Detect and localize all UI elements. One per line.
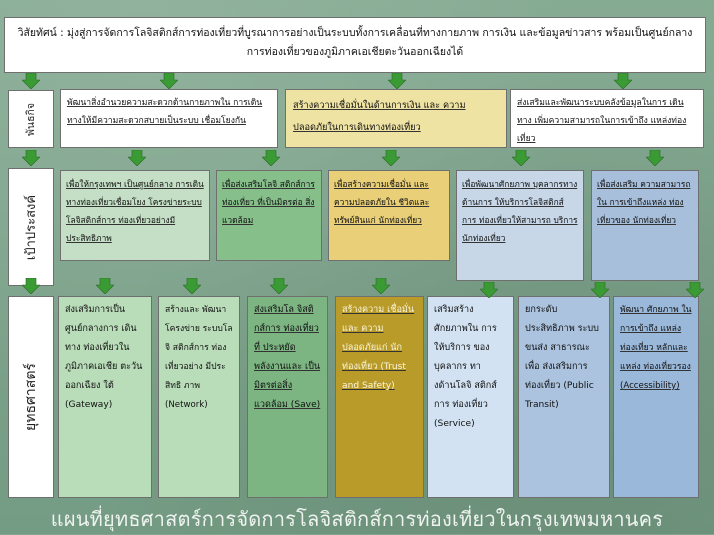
arrow-down-icon xyxy=(96,278,114,294)
arrow-down-icon xyxy=(22,73,40,89)
goal-box-green-logistics: เพื่อส่งเสริมโลจิ สติกส์การท่องเที่ยว ที… xyxy=(216,170,322,261)
arrow-down-icon xyxy=(183,278,201,294)
side-label-mission-text: พันธกิจ xyxy=(25,102,38,136)
arrow-down-icon xyxy=(388,73,406,89)
arrow-down-icon xyxy=(686,282,704,298)
diagram-caption: แผนที่ยุทธศาสตร์การจัดการโลจิสติกส์การท่… xyxy=(50,507,664,531)
arrow-down-icon xyxy=(262,150,280,166)
strategy-box-save: ส่งเสริมโล จิสติกส์การ ท่องเที่ยวที่ ประ… xyxy=(247,296,328,498)
side-label-strategy: ยุทธศาสตร์ xyxy=(8,296,54,498)
arrow-down-icon xyxy=(270,278,288,294)
side-label-mission: พันธกิจ xyxy=(8,90,54,148)
side-label-goals: เป้าประสงค์ xyxy=(8,168,54,286)
vision-text: วิสัยทัศน์ : มุ่งสู่การจัดการโลจิสติกส์ก… xyxy=(17,27,693,58)
strategy-box-network: สร้างและ พัฒนา โครงข่าย ระบบโลจิ สติกส์ก… xyxy=(158,296,240,498)
mission-box-information: ส่งเสริมและพัฒนาระบบคลังข้อมูลในการ เดิน… xyxy=(510,89,704,148)
strategy-box-public-transit: ยกระดับ ประสิทธิภาพ ระบบขนส่ง สาธารณะเพื… xyxy=(518,296,610,498)
arrow-down-icon xyxy=(22,150,40,166)
arrow-down-icon xyxy=(480,282,498,298)
arrow-down-icon xyxy=(512,150,530,166)
side-label-goals-text: เป้าประสงค์ xyxy=(24,194,40,260)
arrow-down-icon xyxy=(591,282,609,298)
arrow-down-icon xyxy=(614,73,632,89)
goal-box-accessibility: เพื่อส่งเสริม ความสามารถใน การเข้าถึงแหล… xyxy=(591,170,699,281)
arrow-down-icon xyxy=(382,150,400,166)
mission-box-finance-safety: สร้างความเชื่อมั่นในด้านการเงิน และ ความ… xyxy=(285,89,507,148)
arrow-down-icon xyxy=(646,150,664,166)
goal-box-safety: เพื่อสร้างความเชื่อมั่น และความปลอดภัยใน… xyxy=(328,170,450,261)
arrow-down-icon xyxy=(372,278,390,294)
strategy-box-accessibility: พัฒนา ศักยภาพ ในการเข้าถึง แหล่งท่องเที่… xyxy=(613,296,699,498)
strategy-box-service: เสริมสร้าง ศักยภาพใน การให้บริการ ของบุค… xyxy=(427,296,514,498)
strategy-box-trust-safety: สร้างความ เชื่อมั่นและ ความ ปลอดภัยแก่ น… xyxy=(335,296,424,498)
side-label-strategy-text: ยุทธศาสตร์ xyxy=(23,363,40,431)
mission-box-physical: พัฒนาสิ่งอำนวยความสะดวกด้านกายภาพใน การเ… xyxy=(60,89,278,148)
arrow-down-icon xyxy=(22,278,40,294)
strategy-box-gateway: ส่งเสริมการเป็น ศูนย์กลางการ เดินทาง ท่อ… xyxy=(58,296,152,498)
arrow-down-icon xyxy=(160,73,178,89)
goal-box-gateway: เพื่อให้กรุงเทพฯ เป็นศูนย์กลาง การเดินทา… xyxy=(60,170,210,261)
arrow-down-icon xyxy=(128,150,146,166)
goal-box-personnel: เพื่อพัฒนาศักยภาพ บุคลากรทางด้านการ ให้บ… xyxy=(456,170,584,281)
vision-box: วิสัยทัศน์ : มุ่งสู่การจัดการโลจิสติกส์ก… xyxy=(4,17,706,73)
